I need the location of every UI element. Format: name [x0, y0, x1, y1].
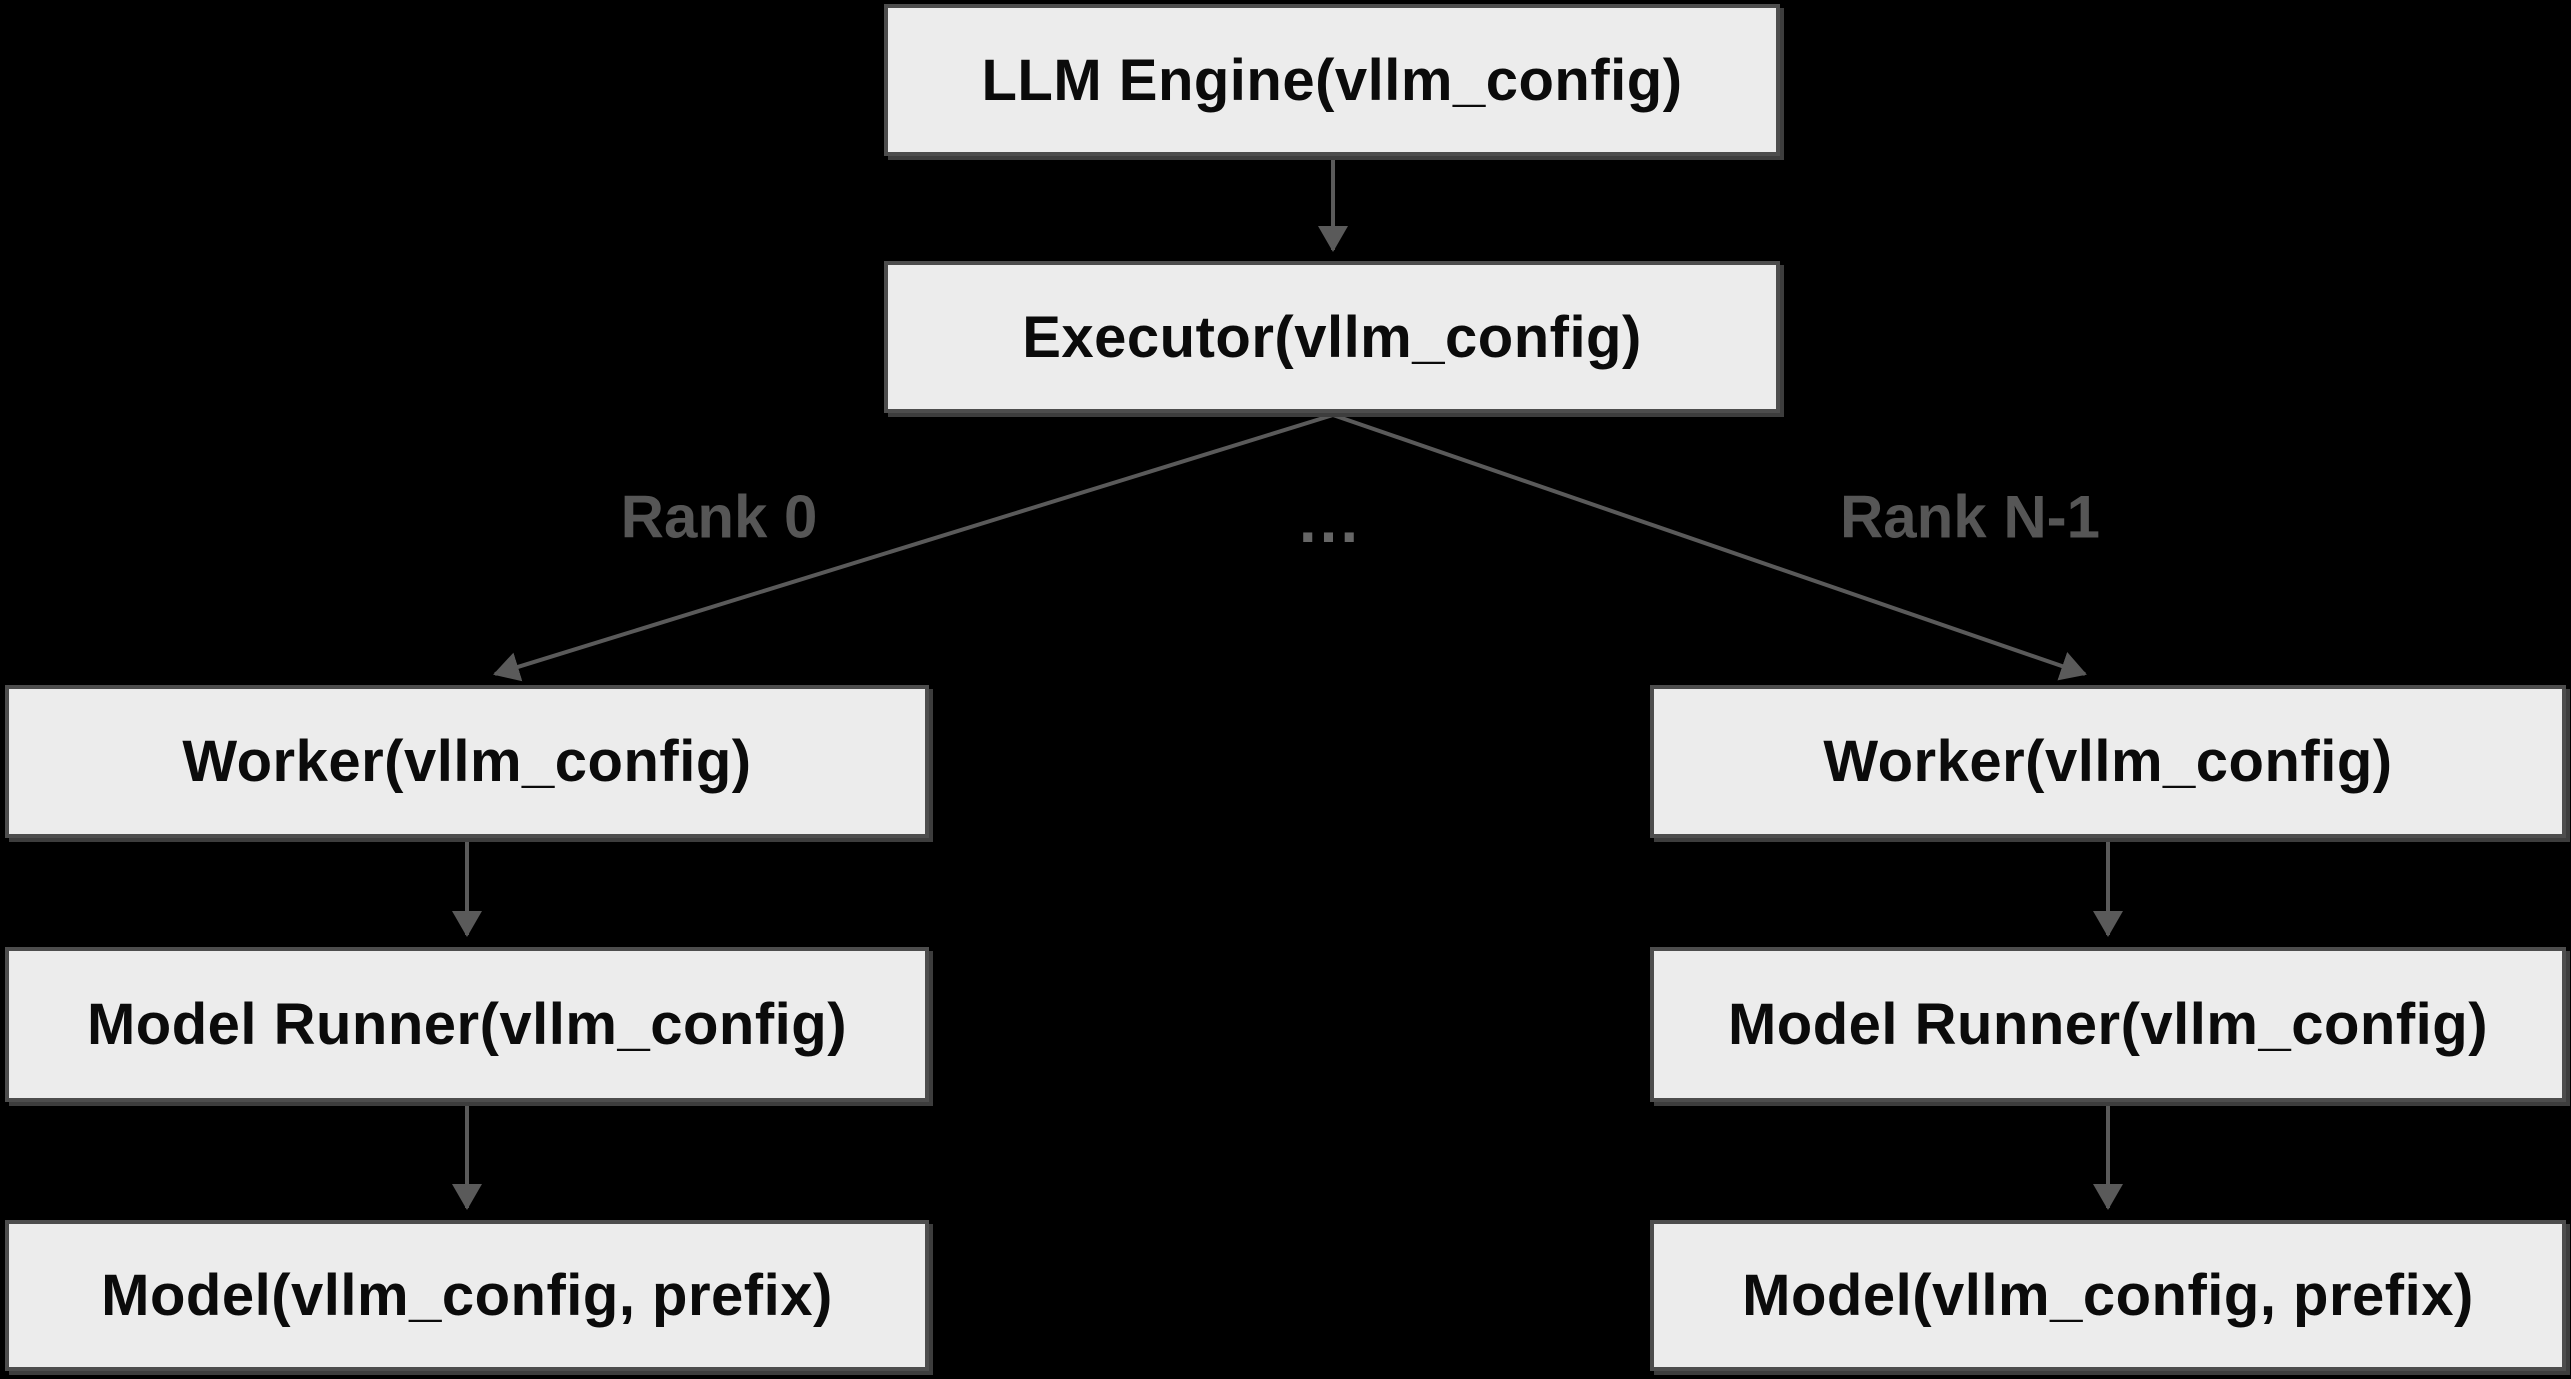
- node-executor: Executor(vllm_config): [884, 261, 1780, 413]
- node-model-rank-n-label: Model(vllm_config, prefix): [1742, 1263, 2474, 1328]
- node-model-runner-rank0: Model Runner(vllm_config): [5, 947, 929, 1102]
- node-model-rank-n: Model(vllm_config, prefix): [1650, 1220, 2566, 1371]
- node-worker-rank-n-label: Worker(vllm_config): [1823, 729, 2393, 794]
- node-worker-rank0-label: Worker(vllm_config): [182, 729, 752, 794]
- node-worker-rank0: Worker(vllm_config): [5, 685, 929, 838]
- node-llm-engine-label: LLM Engine(vllm_config): [981, 47, 1683, 113]
- node-llm-engine: LLM Engine(vllm_config): [884, 4, 1780, 156]
- node-model-runner-rank-n-label: Model Runner(vllm_config): [1727, 992, 2489, 1057]
- arrow-executor-to-worker-rank0: [493, 413, 1334, 682]
- node-model-runner-rank-n: Model Runner(vllm_config): [1650, 947, 2566, 1102]
- node-worker-rank-n: Worker(vllm_config): [1650, 685, 2566, 838]
- node-model-runner-rank0-label: Model Runner(vllm_config): [86, 992, 848, 1057]
- edge-label-rank0: Rank 0: [620, 483, 818, 551]
- node-model-rank0-label: Model(vllm_config, prefix): [101, 1263, 833, 1328]
- node-model-rank0: Model(vllm_config, prefix): [5, 1220, 929, 1371]
- edge-label-rank-n-1: Rank N-1: [1839, 483, 2101, 551]
- edge-label-ellipsis: ...: [1298, 484, 1362, 556]
- arrow-executor-to-worker-rankn: [1332, 413, 2087, 681]
- node-executor-label: Executor(vllm_config): [1022, 304, 1642, 370]
